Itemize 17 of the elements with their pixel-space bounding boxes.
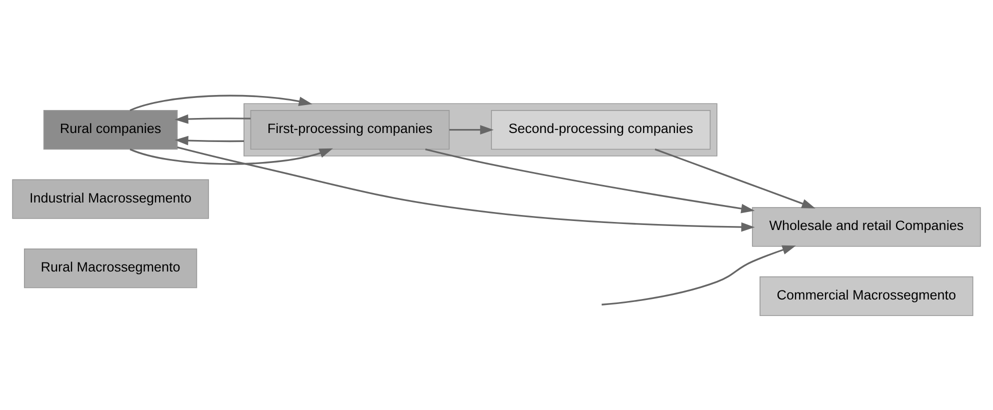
arrow	[449, 124, 494, 134]
arrow	[654, 148, 816, 208]
arrow	[174, 135, 244, 145]
arrow	[130, 148, 333, 164]
cluster	[244, 102, 718, 156]
arrow	[177, 146, 755, 232]
arrow	[602, 244, 796, 305]
node-box: Wholesale and retail Companies	[752, 206, 981, 246]
arrow	[130, 94, 312, 111]
node-box: Rural Macrossegmento	[24, 248, 198, 288]
node-box: Second-processing companies	[491, 109, 711, 150]
node-box: Industrial Macrossegmento	[12, 178, 209, 218]
node-box: First-processing companies	[250, 109, 450, 150]
node-box: Rural companies	[43, 109, 178, 150]
arrow	[425, 148, 755, 213]
node-box: Commercial Macrossegmento	[760, 276, 974, 316]
arrow	[174, 114, 251, 124]
